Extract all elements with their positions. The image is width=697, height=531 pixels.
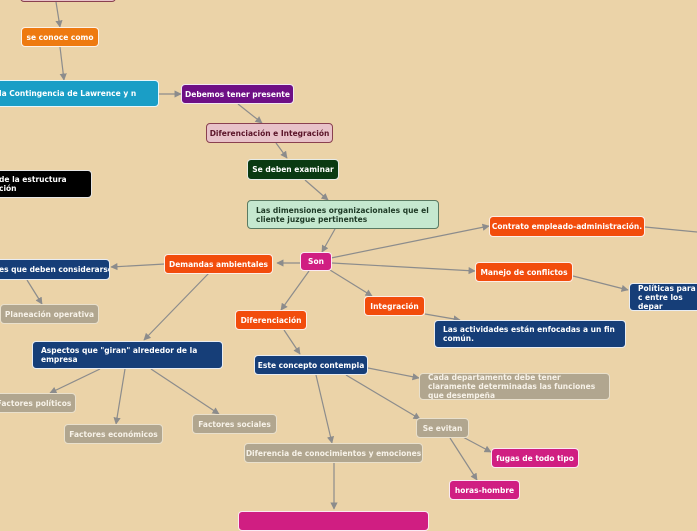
node-label: horas-hombre [454,485,515,495]
node-manejo-conflictos[interactable]: Manejo de conflictos [475,262,573,282]
connector-concepto-to-evitan [345,374,421,420]
node-teoria-contingencia[interactable]: la Contingencia de Lawrence y n [0,80,159,107]
node-diferenciacion-integracion[interactable]: Diferenciación e Integración [206,123,333,143]
node-demandas-ambientales[interactable]: Demandas ambientales [164,254,273,274]
node-label: Factores sociales [198,419,271,429]
node-label: Cada departamento debe tener claramente … [428,373,596,400]
connector-layer [26,1,697,510]
node-label: Factores económicos [69,429,158,439]
connector-examinar-to-dimensiones [304,179,329,201]
node-label: Aspectos que "giran" alrededor de la emp… [41,346,198,364]
node-que-deben-considerarse[interactable]: es que deben considerarse [0,259,110,280]
connector-son-to-manejo [331,262,476,275]
node-cada-departamento[interactable]: Cada departamento debe tener claramente … [419,373,610,400]
connector-integracion-to-actividades [424,313,461,323]
node-son[interactable]: Son [300,252,332,271]
node-factores-economicos[interactable]: Factores económicos [64,424,163,444]
node-estructura[interactable]: de la estructura ción [0,170,92,198]
connector-son-to-contrato [330,223,490,259]
node-label: Las dimensiones organizacionales que el … [256,205,429,224]
node-label: Este concepto contempla [257,360,365,370]
node-dimensiones-organizacionales[interactable]: Las dimensiones organizacionales que el … [247,200,439,229]
node-label: Integración [370,301,419,311]
node-label: de la estructura ción [0,175,67,193]
node-se-evitan[interactable]: Se evitan [416,418,469,438]
connector-manejo-to-politicas [572,275,629,292]
connector-top-to-se-conoce [55,1,63,28]
node-factores-sociales[interactable]: Factores sociales [192,414,277,434]
node-label: es que deben considerarse [0,265,110,274]
connector-aspectos-to-politicos [49,368,101,394]
connector-se-conoce-to-teoria [59,46,67,81]
node-factores-politicos[interactable]: Factores políticos [0,393,76,413]
node-top-partial[interactable] [20,0,116,2]
node-label: Políticas para c entre los depar [638,283,696,311]
node-label: fugas de todo tipo [496,453,574,463]
connector-contrato-out [644,226,697,233]
node-se-conoce-como[interactable]: se conoce como [21,27,99,47]
connector-consider-to-planeacion [26,279,43,305]
node-label: Factores políticos [0,398,72,408]
connector-debemos-to-dif-int [237,103,263,124]
connector-diferenciacion-to-concepto [283,329,301,355]
node-diferenciacion[interactable]: Diferenciación [235,310,307,330]
node-fugas[interactable]: fugas de todo tipo [491,448,579,468]
node-integracion[interactable]: Integración [364,296,425,316]
node-politicas[interactable]: Políticas para c entre los depar [629,283,697,311]
node-label: Debemos tener presente [185,89,290,99]
node-planeacion-operativa[interactable]: Planeación operativa [0,304,99,324]
connector-aspectos-to-economicos [113,368,126,425]
connector-concepto-to-cada-depto [367,367,420,381]
node-debemos-tener-presente[interactable]: Debemos tener presente [181,84,294,104]
connector-dif-int-to-examinar [275,142,288,159]
node-label: Las actividades están enfocadas a un fin… [443,325,615,343]
connector-demandas-to-aspectos [143,272,210,341]
node-label: se conoce como [26,32,94,42]
node-label: Contrato empleado-administración. [491,222,643,231]
node-contrato[interactable]: Contrato empleado-administración. [489,216,645,237]
node-actividades[interactable]: Las actividades están enfocadas a un fin… [434,320,626,348]
node-este-concepto[interactable]: Este concepto contempla [254,355,368,375]
node-label: Demandas ambientales [168,259,269,269]
node-label: Diferenciación e Integración [209,128,330,138]
node-label: la Contingencia de Lawrence y n [0,89,137,98]
connector-son-to-integracion [329,269,373,297]
node-label: Diferenciación [240,315,302,325]
node-se-deben-examinar[interactable]: Se deben examinar [247,159,339,180]
node-diferencia-conocimientos[interactable]: Diferencia de conocimientos y emociones [244,443,423,463]
connector-son-to-diferenciacion [280,270,310,311]
connector-concepto-to-diferencia [315,374,335,444]
node-bottom-partial[interactable] [238,511,429,531]
node-label: Diferencia de conocimientos y emociones [245,448,422,458]
node-aspectos[interactable]: Aspectos que "giran" alrededor de la emp… [32,341,223,369]
connector-dimensiones-to-son [321,228,336,253]
node-horas-hombre[interactable]: horas-hombre [449,480,520,500]
connector-aspectos-to-sociales [150,368,220,415]
connector-evitan-to-fugas [460,435,492,453]
node-label: Son [308,257,324,266]
node-label: Se evitan [422,423,463,433]
node-label: Planeación operativa [4,309,95,319]
node-label: Se deben examinar [252,165,334,174]
connector-evitan-to-horas [449,437,478,481]
connector-demandas-to-consider [110,263,166,271]
node-label: Manejo de conflictos [480,267,568,277]
